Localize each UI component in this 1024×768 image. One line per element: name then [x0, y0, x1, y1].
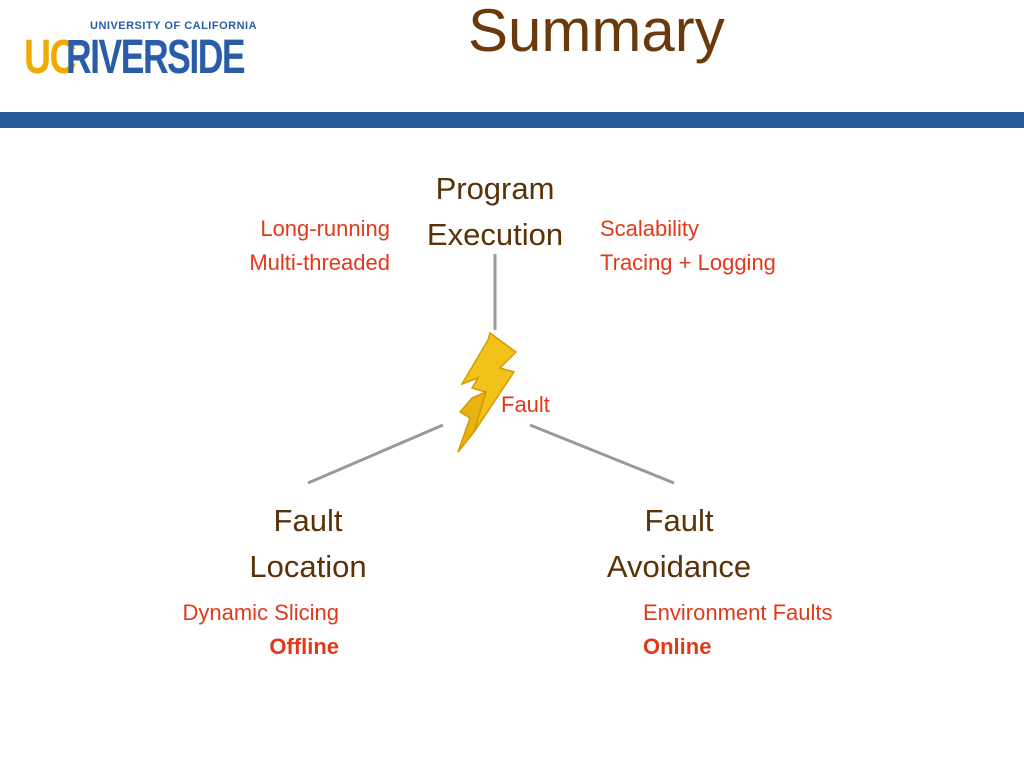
note-line: Environment Faults [643, 600, 833, 625]
note-online: Online [643, 634, 712, 659]
logo-university: UNIVERSITY OF CALIFORNIA [90, 20, 258, 32]
logo-uc: UC [24, 31, 77, 84]
fault-label: Fault [501, 392, 550, 417]
note-offline: Offline [269, 634, 339, 659]
note-line: Scalability [600, 216, 700, 241]
notes-bottom-left: Dynamic Slicing Offline [150, 596, 340, 664]
node-line: Avoidance [606, 549, 752, 584]
node-line: Execution [426, 217, 564, 252]
logo-riverside: RIVERSIDE [66, 31, 246, 84]
node-fault-avoidance: Fault Avoidance [594, 498, 764, 590]
connector-left [307, 423, 444, 485]
note-line: Multi-threaded [249, 250, 390, 275]
notes-top-right: Scalability Tracing + Logging [600, 212, 776, 280]
connector-right [529, 423, 675, 485]
notes-top-left: Long-running Multi-threaded [200, 212, 390, 280]
header-rule [0, 112, 1024, 128]
node-line: Fault [273, 503, 343, 538]
node-line: Program [435, 171, 555, 206]
node-line: Location [249, 549, 367, 584]
node-fault-location: Fault Location [226, 498, 390, 590]
notes-bottom-right: Environment Faults Online [643, 596, 833, 664]
note-line: Long-running [260, 216, 390, 241]
node-line: Fault [644, 503, 714, 538]
page-title: Summary [468, 0, 725, 64]
ucr-logo: UNIVERSITY OF CALIFORNIA UC RIVERSIDE [24, 18, 257, 84]
note-line: Dynamic Slicing [182, 600, 340, 625]
lightning-bolt-icon [457, 331, 518, 453]
node-program-execution: Program Execution [416, 166, 574, 258]
note-line: Tracing + Logging [600, 250, 776, 275]
